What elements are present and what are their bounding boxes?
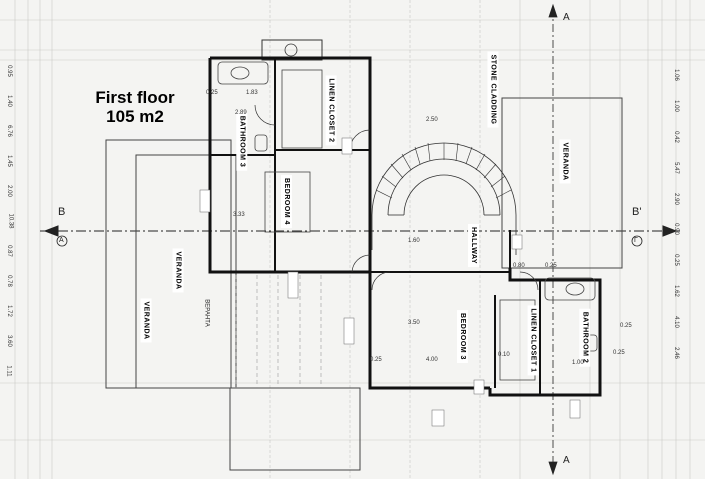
room-label-bedroom-4: BEDROOM 4 [280, 175, 292, 228]
dimension-label: 4.10 [672, 316, 679, 328]
dimension-label: 1.40 [5, 95, 12, 107]
dimension-label: 0.95 [5, 65, 12, 77]
axis-marker-right [631, 235, 643, 247]
room-label-bathroom-2: BATHROOM 2 [579, 308, 591, 367]
dimension-label: 2.89 [235, 110, 247, 116]
dimension-label: 0.25 [620, 323, 632, 329]
dimension-label: 2.00 [5, 185, 12, 197]
room-label-linen-closet-1: LINEN CLOSET 1 [527, 305, 539, 376]
dimension-label: 0.25 [545, 263, 557, 269]
axis-marker-left [56, 235, 68, 247]
dimension-label: 2.46 [672, 347, 679, 359]
room-label-veranda-left-2: VERANDA [140, 298, 152, 343]
section-marker-b-left: B [58, 206, 66, 218]
room-label-bedroom-3: BEDROOM 3 [456, 310, 468, 363]
room-label-veranda-left-1: VERANDA [172, 248, 184, 293]
dimension-label: 10.38 [7, 213, 14, 229]
door-swings [254, 104, 539, 291]
chimney [261, 39, 323, 61]
dimension-label: 0.42 [672, 130, 679, 143]
section-marker-a-bottom: A [563, 455, 570, 466]
dimension-label: 0.25 [206, 90, 218, 96]
dimension-label: 2.50 [426, 117, 438, 123]
dimension-label: 1.83 [246, 90, 258, 96]
room-label-stone-cladding: STONE CLADDING [487, 51, 499, 128]
section-line-a [548, 3, 558, 476]
dimension-label: 1.00 [672, 100, 679, 112]
dimension-label: 0.25 [672, 254, 679, 267]
dimension-label: 6.76 [5, 125, 12, 137]
dimension-label: 0.90 [672, 223, 679, 236]
dimension-label: 1.45 [5, 155, 12, 167]
axis-marker-left-label: A [59, 237, 64, 244]
interior-walls [210, 58, 541, 395]
room-label-veranda-right: VERANDA [559, 139, 571, 184]
dimension-label: 1.62 [672, 285, 679, 298]
dimension-label: 1.72 [5, 305, 12, 317]
dimension-label: 2.90 [672, 192, 679, 205]
plan-title-line1: First floor [95, 88, 175, 107]
dimension-label: 1.60 [408, 238, 420, 244]
dimension-label: 0.80 [513, 263, 525, 269]
room-label-bathroom-3: BATHROOM 3 [236, 112, 248, 171]
dimension-label: 0.25 [370, 357, 382, 363]
plan-area: 105 m2 [106, 107, 164, 126]
dimension-label: 0.78 [5, 275, 12, 287]
note-tags [199, 137, 581, 427]
stair-treads [375, 142, 512, 199]
section-line-b [40, 225, 680, 237]
dimension-label: 1.00 [572, 360, 584, 366]
veranda-right [501, 97, 623, 269]
veranda-left [105, 139, 361, 471]
section-marker-a-top: A [563, 12, 570, 23]
dimension-label: 0.25 [613, 350, 625, 356]
room-label-hallway: HALLWAY [468, 223, 480, 268]
exterior-walls [208, 56, 602, 397]
dimension-label: 1.11 [5, 365, 12, 377]
dimension-label: 4.00 [426, 357, 438, 363]
dimension-label: 0.87 [5, 245, 12, 257]
room-label-veranda-cyrillic: ВЕРАНТА [203, 299, 210, 327]
dimension-label: 3.33 [233, 212, 245, 218]
dimension-label: 3.60 [5, 335, 12, 347]
section-marker-b-right: B' [632, 206, 642, 218]
axis-marker-right-label: Γ [634, 237, 638, 244]
dimension-label: 3.50 [408, 320, 420, 326]
dimension-label: 5.47 [672, 161, 679, 174]
dimension-label: 1.06 [672, 69, 679, 81]
plan-title: First floor 105 m2 [80, 88, 190, 126]
dimension-label: 0.10 [498, 352, 510, 358]
room-label-linen-closet-2: LINEN CLOSET 2 [325, 75, 337, 146]
